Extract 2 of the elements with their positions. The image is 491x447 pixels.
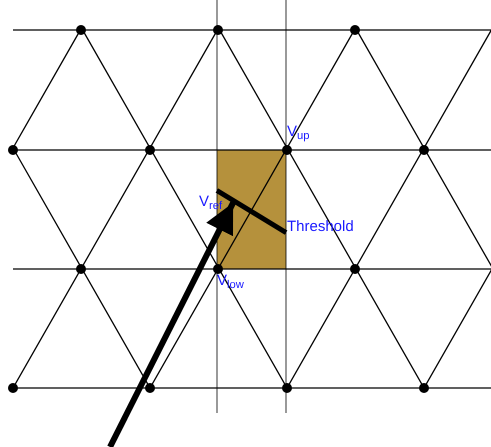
arrow <box>107 201 236 447</box>
vertex-label: V$_{up}$ <box>287 124 310 139</box>
